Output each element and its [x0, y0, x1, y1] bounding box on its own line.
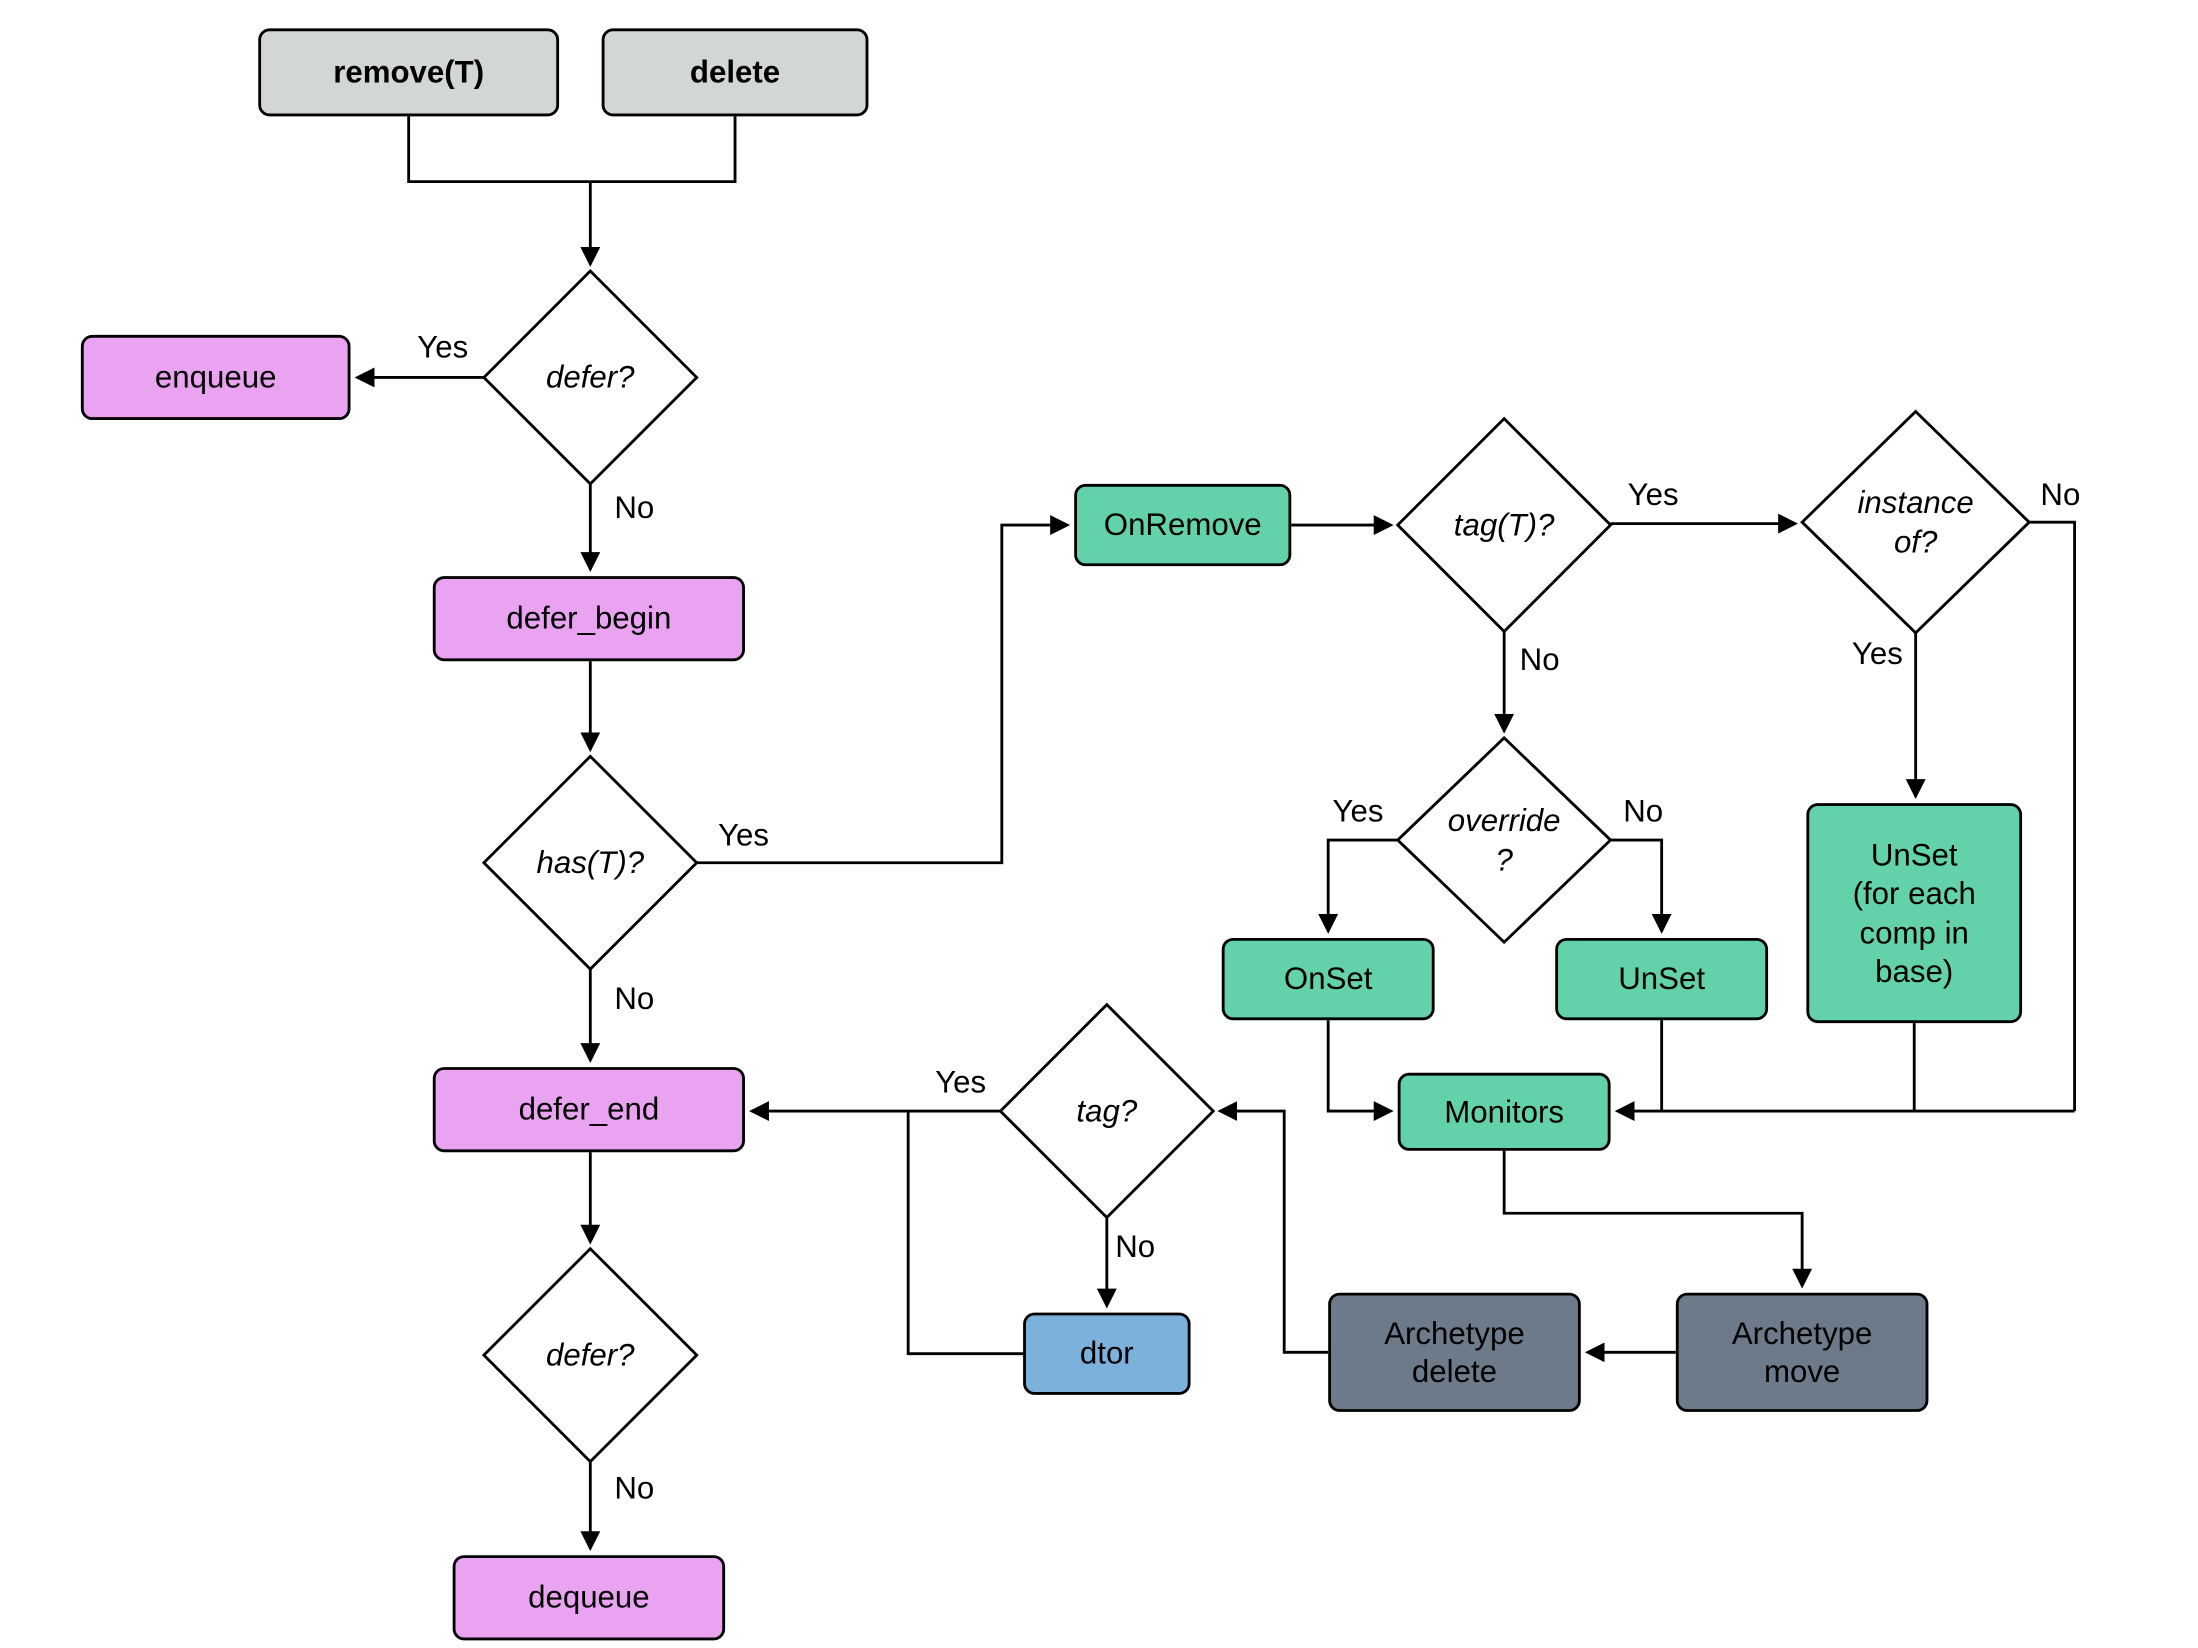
edge-label-instance-of-no: No: [2040, 476, 2081, 513]
edge-arch-delete-tag: [1217, 1101, 1329, 1354]
node-dtor: dtor: [1023, 1312, 1191, 1395]
decision-defer1-shape: [481, 269, 699, 486]
edge-dtor-join: [906, 1111, 1024, 1356]
edge-label-has-t-no: No: [614, 980, 655, 1017]
edge-has-t-on-remove: [696, 515, 1071, 865]
decision-instance-of-label: instance of?: [1857, 484, 1974, 560]
node-defer-begin: defer_begin: [432, 576, 745, 662]
edge-monitors-arch-move: [1502, 1150, 1813, 1289]
edge-label-defer1-no: No: [614, 489, 655, 526]
node-on-remove: OnRemove: [1074, 483, 1292, 567]
node-archetype-delete: Archetype delete: [1328, 1292, 1581, 1412]
edge-instance-of-no-down: [2029, 520, 2076, 1112]
node-dequeue: dequeue: [452, 1555, 726, 1641]
node-archetype-move: Archetype move: [1675, 1292, 1929, 1412]
decision-defer2-shape: [481, 1246, 699, 1464]
decision-tag-t-shape: [1395, 416, 1613, 634]
edge-on-set-monitors: [1326, 1020, 1394, 1122]
edge-label-tag-yes: Yes: [935, 1064, 987, 1100]
decision-override-shape: [1395, 735, 1613, 945]
decision-instance-of-shape: [1800, 409, 2032, 635]
decision-has-t-label: has(T)?: [536, 844, 645, 881]
node-un-set-base: UnSet (for each comp in base): [1806, 803, 2023, 1024]
node-remove-t: remove(T): [258, 28, 560, 117]
edge-label-defer2-no: No: [614, 1470, 655, 1506]
edge-override-un-set: [1610, 838, 1672, 934]
edge-label-tag-no: No: [1115, 1228, 1156, 1265]
node-defer-end: defer_end: [432, 1067, 745, 1153]
edge-label-tag-t-yes: Yes: [1627, 476, 1679, 513]
edge-label-override-yes: Yes: [1332, 793, 1384, 829]
decision-override-label: override ?: [1447, 802, 1561, 877]
edge-delete-merge: [590, 116, 737, 184]
node-on-set: OnSet: [1221, 937, 1435, 1021]
edge-remove-merge: [407, 116, 591, 184]
edge-label-defer1-yes: Yes: [417, 329, 469, 365]
decision-defer2-label: defer?: [546, 1337, 635, 1373]
decision-has-t-shape: [481, 754, 699, 972]
decision-tag-t-label: tag(T)?: [1453, 506, 1555, 543]
decision-tag-shape: [998, 1002, 1216, 1220]
node-un-set: UnSet: [1555, 937, 1769, 1021]
decision-tag-label: tag?: [1076, 1092, 1138, 1129]
edge-override-on-set: [1318, 838, 1398, 934]
node-enqueue: enqueue: [80, 334, 351, 421]
node-delete: delete: [601, 28, 869, 117]
edge-label-tag-t-no: No: [1519, 641, 1560, 677]
node-monitors: Monitors: [1397, 1072, 1611, 1151]
edge-label-has-t-yes: Yes: [718, 817, 770, 853]
decision-defer1-label: defer?: [546, 359, 635, 395]
edge-label-override-no: No: [1623, 793, 1664, 829]
edge-label-instance-of-yes: Yes: [1851, 635, 1903, 672]
